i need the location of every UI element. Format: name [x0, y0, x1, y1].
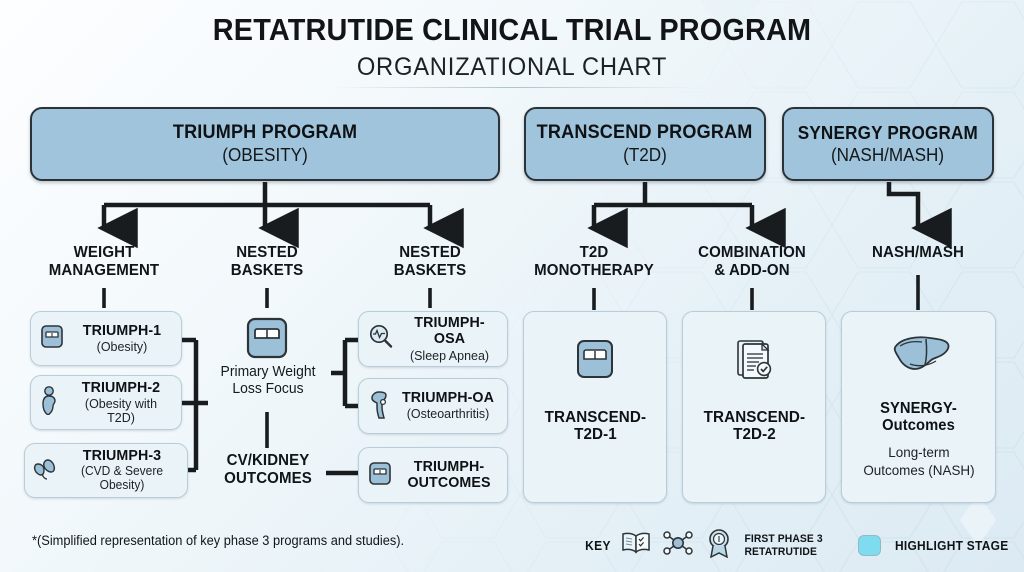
legend-key-label: KEY: [585, 538, 611, 553]
branch-line-2: BASKETS: [393, 261, 467, 279]
outcomes-line-1: CV/KIDNEY: [226, 452, 310, 469]
page-subtitle: ORGANIZATIONAL CHART: [356, 52, 668, 81]
study-title: TRANSCEND-: [703, 409, 805, 426]
branch-line-1: WEIGHT: [73, 244, 135, 261]
card-text: TRIUMPH-1 (Obesity): [71, 321, 173, 354]
branch-line-1: NESTED: [236, 244, 298, 261]
study-title: TRIUMPH-2: [81, 378, 161, 396]
weight-scale-icon: [243, 313, 291, 366]
heart-kidney-icon: [33, 454, 59, 487]
study-title: TRIUMPH-OSA: [414, 314, 485, 348]
open-book-icon: [621, 530, 651, 561]
liver-icon: [886, 332, 952, 383]
study-card-triumph-2[interactable]: TRIUMPH-2 (Obesity with T2D): [30, 375, 182, 430]
document-check-icon: [732, 336, 776, 389]
branch-line-1: COMBINATION: [698, 244, 806, 261]
study-card-transcend-t2d-1[interactable]: TRANSCEND- T2D-1: [523, 311, 667, 503]
branch-label-t2d-monotherapy: T2D MONOTHERAPY: [521, 244, 668, 280]
branch-line-1: NESTED: [399, 244, 461, 261]
highlight-stage-swatch: [858, 535, 882, 556]
study-subtitle: (Obesity with T2D): [84, 395, 158, 426]
branch-line-2: BASKETS: [230, 261, 304, 279]
focus-line-1: Primary Weight: [220, 364, 316, 380]
study-subtitle: (Sleep Apnea): [409, 347, 490, 363]
study-title: TRIUMPH-1: [82, 321, 162, 339]
study-title: TRIUMPH-OA: [401, 389, 494, 407]
cv-kidney-outcomes-label: CV/KIDNEY OUTCOMES: [201, 452, 334, 488]
body-torso-icon: [39, 385, 63, 420]
branch-label-weight-management: WEIGHT MANAGEMENT: [29, 244, 179, 280]
study-subtitle-line-1: Long-term: [887, 444, 950, 461]
program-indication: (NASH/MASH): [831, 144, 945, 165]
focus-line-2: Loss Focus: [232, 381, 304, 398]
program-box-transcend[interactable]: TRANSCEND PROGRAM (T2D): [524, 107, 766, 181]
study-title: TRIUMPH-3: [82, 447, 162, 465]
legend-highlight-label: HIGHLIGHT STAGE: [895, 538, 1009, 553]
weight-scale-icon: [367, 459, 393, 492]
study-card-triumph-oa[interactable]: TRIUMPH-OA (Osteoarthritis): [358, 378, 508, 434]
legend: KEY: [584, 528, 1014, 563]
study-title-line-2: T2D-2: [732, 426, 776, 444]
weight-scale-icon: [573, 336, 617, 387]
branch-label-nested-baskets-1: NESTED BASKETS: [201, 244, 333, 280]
award-line-2: RETATRUTIDE: [744, 545, 817, 558]
card-text: TRIUMPH-OA (Osteoarthritis): [397, 389, 499, 422]
molecule-network-icon: [660, 529, 696, 562]
card-text: TRIUMPH-2 (Obesity with T2D): [69, 378, 173, 426]
study-subtitle: (CVD & Severe Obesity): [80, 464, 164, 493]
magnifier-waveform-icon: [367, 323, 394, 355]
program-indication: (T2D): [623, 145, 667, 165]
study-card-triumph-outcomes[interactable]: TRIUMPH- OUTCOMES: [358, 447, 508, 503]
study-title-line-2: OUTCOMES: [407, 474, 491, 491]
program-title: TRIUMPH PROGRAM: [172, 122, 358, 143]
branch-line-1: NASH/MASH: [872, 244, 964, 261]
study-subtitle-line-2: Outcomes (NASH): [862, 461, 975, 478]
award-ribbon-icon: [705, 528, 733, 563]
branch-line-1: T2D: [579, 244, 609, 261]
branch-line-2: MONOTHERAPY: [534, 261, 654, 279]
program-indication: (OBESITY): [222, 145, 308, 165]
branch-label-nested-baskets-2: NESTED BASKETS: [364, 244, 496, 280]
branch-line-2: & ADD-ON: [714, 261, 790, 279]
program-box-synergy[interactable]: SYNERGY PROGRAM (NASH/MASH): [782, 107, 994, 181]
title-divider: [332, 86, 692, 88]
study-card-triumph-osa[interactable]: TRIUMPH-OSA (Sleep Apnea): [358, 311, 508, 367]
study-card-synergy-outcomes[interactable]: SYNERGY-Outcomes Long-term Outcomes (NAS…: [841, 311, 996, 503]
weight-scale-icon: [39, 322, 65, 355]
branch-label-combination-addon: COMBINATION & ADD-ON: [677, 244, 827, 280]
legend-award-text: FIRST PHASE 3 RETATRUTIDE: [744, 533, 822, 557]
card-text: TRIUMPH- OUTCOMES: [399, 457, 499, 491]
program-title: TRANSCEND PROGRAM: [537, 122, 753, 143]
outcomes-line-2: OUTCOMES: [224, 469, 312, 487]
program-title: SYNERGY PROGRAM: [797, 122, 979, 143]
knee-joint-icon: [367, 389, 391, 424]
branch-label-nash-mash: NASH/MASH: [843, 244, 993, 262]
branch-line-2: MANAGEMENT: [48, 261, 160, 279]
footnote: *(Simplified representation of key phase…: [32, 533, 405, 548]
study-card-triumph-1[interactable]: TRIUMPH-1 (Obesity): [30, 311, 182, 366]
card-text: TRIUMPH-OSA (Sleep Apnea): [400, 314, 499, 363]
study-title: SYNERGY-Outcomes: [880, 400, 957, 434]
study-title: TRIUMPH-: [413, 457, 485, 475]
program-box-triumph[interactable]: TRIUMPH PROGRAM (OBESITY): [30, 107, 500, 181]
study-card-triumph-3[interactable]: TRIUMPH-3 (CVD & Severe Obesity): [24, 443, 188, 498]
award-line-1: FIRST PHASE 3: [744, 533, 823, 546]
study-subtitle: (Obesity): [96, 338, 148, 354]
study-title: TRANSCEND-: [544, 409, 646, 426]
page-title: RETATRUTIDE CLINICAL TRIAL PROGRAM: [212, 12, 812, 47]
title-block: RETATRUTIDE CLINICAL TRIAL PROGRAM ORGAN…: [0, 12, 1024, 88]
card-text: TRIUMPH-3 (CVD & Severe Obesity): [65, 447, 179, 493]
primary-focus-label: Primary Weight Loss Focus: [200, 364, 336, 398]
study-card-transcend-t2d-2[interactable]: TRANSCEND- T2D-2: [682, 311, 826, 503]
study-subtitle: (Osteoarthritis): [406, 406, 490, 422]
study-title-line-2: T2D-1: [573, 426, 617, 444]
